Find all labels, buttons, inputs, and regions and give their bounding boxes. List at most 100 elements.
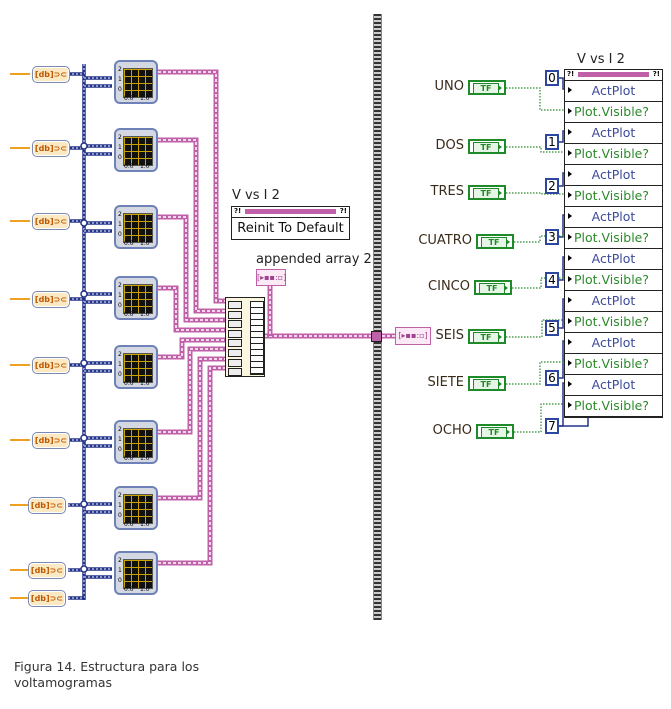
property-label: ActPlot	[591, 251, 636, 266]
boolean-control-dos[interactable]: TF	[468, 139, 506, 154]
build-array-node[interactable]	[225, 297, 265, 377]
index-constant[interactable]: 3	[545, 229, 559, 245]
property-actplot[interactable]: ActPlot	[565, 207, 662, 228]
boolean-control-cinco[interactable]: TF	[474, 280, 512, 295]
wire-junction	[80, 219, 88, 227]
x-tick: 1.0	[140, 311, 150, 318]
boolean-control-uno[interactable]: TF	[468, 80, 506, 95]
boolean-control-cuatro[interactable]: TF	[476, 234, 514, 249]
input-terminal-icon	[568, 402, 572, 408]
index-constant[interactable]: 1	[545, 134, 559, 150]
property-node-title-right: V vs I 2	[577, 52, 625, 67]
property-actplot[interactable]: ActPlot	[565, 249, 662, 270]
to-dynamic-data-converter[interactable]: [db]⊃⊂	[28, 562, 66, 579]
property-plot-visible[interactable]: Plot.Visible?	[565, 102, 662, 123]
property-plot-visible[interactable]: Plot.Visible?	[565, 270, 662, 291]
to-dynamic-data-converter[interactable]: [db]⊃⊂	[32, 213, 70, 230]
array-indicator-terminal[interactable]: [▸▪▪:▫]	[395, 327, 431, 345]
index-constant[interactable]: 2	[545, 178, 559, 194]
tf-glyph: TF	[473, 142, 499, 153]
output-terminal-icon	[498, 190, 502, 196]
property-plot-visible[interactable]: Plot.Visible?	[565, 396, 662, 417]
index-constant[interactable]: 7	[545, 418, 559, 434]
build-array-input-terminal[interactable]	[228, 301, 242, 309]
property-label: ActPlot	[591, 377, 636, 392]
build-array-input-terminal[interactable]	[228, 320, 242, 329]
boolean-label: SEIS	[435, 328, 464, 343]
xy-graph-screen	[123, 68, 153, 98]
property-label: Plot.Visible?	[574, 104, 649, 119]
build-array-input-terminal[interactable]	[228, 349, 242, 357]
pink-graph-wire-inner	[158, 367, 227, 564]
build-array-input-terminal[interactable]	[228, 339, 242, 348]
y-tick: 0	[118, 302, 122, 309]
input-terminal-icon	[568, 381, 572, 387]
wire-junction	[80, 500, 88, 508]
output-terminal-icon	[506, 429, 510, 435]
property-label: ActPlot	[591, 167, 636, 182]
property-plot-visible[interactable]: Plot.Visible?	[565, 144, 662, 165]
property-actplot[interactable]: ActPlot	[565, 375, 662, 396]
index-constant[interactable]: 4	[545, 272, 559, 288]
boolean-control-siete[interactable]: TF	[468, 376, 506, 391]
x-tick: 0.0	[124, 163, 134, 170]
index-constant[interactable]: 0	[545, 70, 559, 86]
pink-graph-wire-inner	[158, 71, 227, 302]
input-terminal-icon	[568, 255, 572, 261]
array-indicator-glyph: [▸▪▪:▫]	[398, 331, 428, 340]
appended-array-indicator[interactable]: [▸▪▪:▫]	[256, 269, 286, 286]
boolean-control-tres[interactable]: TF	[468, 185, 506, 200]
to-dynamic-data-converter[interactable]: [db]⊃⊂	[32, 357, 70, 374]
property-actplot[interactable]: ActPlot	[565, 333, 662, 354]
output-terminal-icon	[504, 285, 508, 291]
property-label: Plot.Visible?	[574, 398, 649, 413]
y-tick: 1	[118, 567, 122, 574]
boolean-control-seis[interactable]: TF	[468, 329, 506, 344]
property-actplot[interactable]: ActPlot	[565, 165, 662, 186]
property-plot-visible[interactable]: Plot.Visible?	[565, 354, 662, 375]
to-dynamic-data-converter[interactable]: [db]⊃⊂	[28, 497, 66, 514]
property-plot-visible[interactable]: Plot.Visible?	[565, 186, 662, 207]
index-constant[interactable]: 6	[545, 370, 559, 386]
property-plot-visible[interactable]: Plot.Visible?	[565, 228, 662, 249]
build-array-input-terminal[interactable]	[228, 358, 242, 367]
y-tick: 0	[118, 231, 122, 238]
property-actplot[interactable]: ActPlot	[565, 123, 662, 144]
property-actplot[interactable]: ActPlot	[565, 291, 662, 312]
property-node-ref-bar	[578, 72, 649, 77]
property-label: Plot.Visible?	[574, 146, 649, 161]
to-dynamic-data-converter[interactable]: [db]⊃⊂	[32, 66, 70, 83]
property-reinit-to-default[interactable]: Reinit To Default	[237, 221, 344, 236]
to-dynamic-data-converter[interactable]: [db]⊃⊂	[28, 590, 66, 607]
x-tick: 0.0	[124, 380, 134, 387]
property-node-reinit[interactable]: ?! ?! Reinit To Default	[231, 206, 350, 240]
index-constant[interactable]: 5	[545, 320, 559, 336]
input-terminal-icon	[568, 213, 572, 219]
input-terminal-icon	[568, 360, 572, 366]
wire-junction	[80, 359, 88, 367]
to-dynamic-data-converter[interactable]: [db]⊃⊂	[32, 291, 70, 308]
build-array-input-terminal[interactable]	[228, 310, 242, 319]
pink-graph-wire-inner	[158, 216, 227, 321]
build-array-input-terminal[interactable]	[228, 329, 242, 338]
boolean-control-ocho[interactable]: TF	[476, 424, 514, 439]
property-actplot[interactable]: ActPlot	[565, 81, 662, 102]
pink-graph-wire	[158, 137, 227, 314]
build-array-input-terminal[interactable]	[228, 368, 242, 377]
to-dynamic-data-converter[interactable]: [db]⊃⊂	[32, 432, 70, 449]
property-label: Plot.Visible?	[574, 272, 649, 287]
to-dynamic-data-converter[interactable]: [db]⊃⊂	[32, 140, 70, 157]
property-plot-visible[interactable]: Plot.Visible?	[565, 312, 662, 333]
xy-graph-screen	[123, 353, 153, 383]
build-array-output-column	[250, 301, 264, 375]
